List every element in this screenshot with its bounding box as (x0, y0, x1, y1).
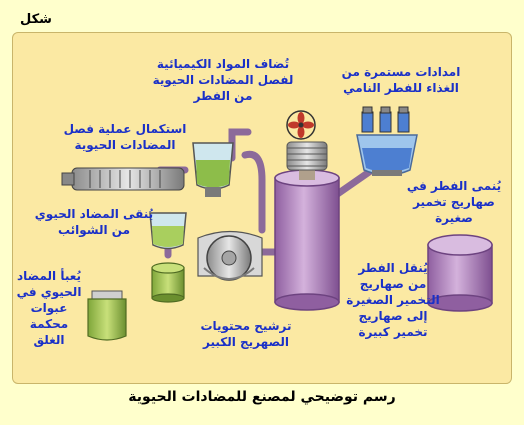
purification-vessel (149, 212, 187, 250)
label-continuous-supply: امدادات مستمرة من الغذاء للفطر النامي (341, 65, 461, 95)
holding-tank (151, 262, 185, 303)
figure-caption: رسم توضيحي لمصنع للمضادات الحيوية (128, 389, 396, 405)
rotary-filter (197, 230, 263, 281)
label-fungus-grows: يُنمى الفطر في صهاريج تخمير صغيرة (406, 179, 502, 225)
small-fermenter (356, 134, 418, 176)
large-fermenter (274, 168, 340, 311)
fan-icon (286, 110, 316, 140)
label-purify: يُنقى المضاد الحيوي من الشوائب (34, 207, 154, 237)
antibiotic-bottle (87, 290, 127, 341)
separation-vessel (192, 142, 234, 197)
label-pack: يُعبأ المضاد الحيوي في عبوات محكمة الغلق (16, 269, 82, 347)
label-transfer-fungus: يُنقل الفطر من صهاريج التخمير الصغيرة إل… (346, 261, 440, 339)
separator-machine (61, 167, 185, 191)
label-complete-separation: استكمال عملية فصل المضادات الحيوية (63, 122, 187, 152)
figure-label: شكل (20, 12, 52, 27)
feed-bottles (361, 106, 410, 133)
empty-tank (427, 234, 493, 312)
motor-unit (286, 141, 328, 171)
label-add-chemicals: تُضاف المواد الكيميائية لفصل المضادات ال… (152, 57, 294, 103)
label-filter: ترشيح محتويات الصهريج الكبير (200, 319, 292, 349)
pipes (156, 128, 376, 259)
